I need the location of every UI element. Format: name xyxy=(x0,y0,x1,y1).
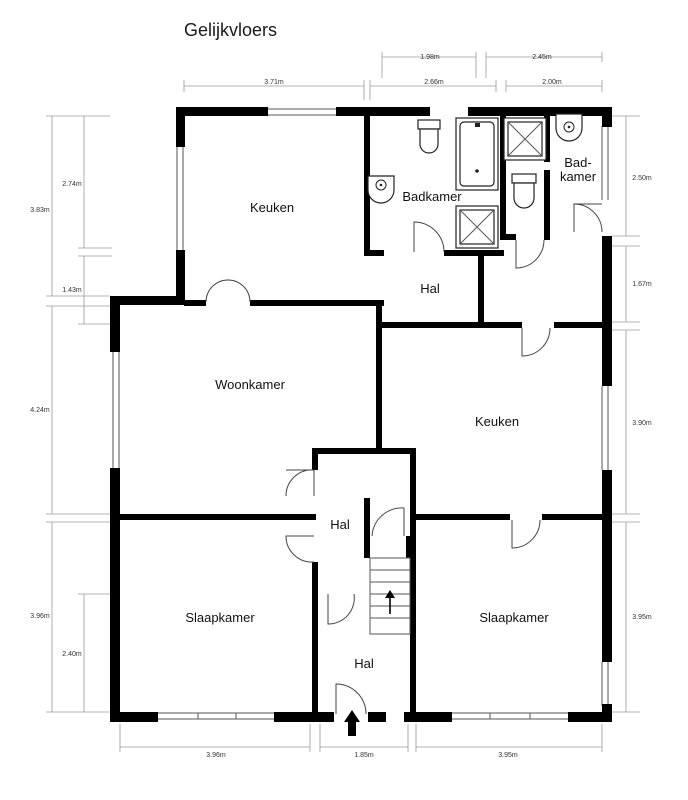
room-label-keuken-right: Keuken xyxy=(475,414,519,429)
dim-left-2-74: 2.74m xyxy=(62,181,82,188)
room-labels: Keuken Badkamer Bad- kamer Hal Woonkamer… xyxy=(185,155,596,671)
stairs xyxy=(369,557,411,635)
room-label-hal-bottom: Hal xyxy=(354,656,374,671)
dimension-lines xyxy=(46,52,640,752)
dim-top-2-00: 2.00m xyxy=(542,79,562,86)
shower-icon xyxy=(455,205,499,249)
dim-top-3-71: 3.71m xyxy=(264,79,284,86)
toilet-icon xyxy=(417,119,441,154)
dim-left-1-43: 1.43m xyxy=(62,287,82,294)
sink-icon xyxy=(555,113,583,142)
dim-right-1-67: 1.67m xyxy=(632,281,652,288)
room-label-keuken-top: Keuken xyxy=(250,200,294,215)
shower-icon xyxy=(503,117,547,161)
dim-bottom-3-96: 3.96m xyxy=(206,752,226,759)
bathtub-icon xyxy=(455,117,499,191)
dim-left-3-96: 3.96m xyxy=(30,613,50,620)
room-label-slaapkamer-right: Slaapkamer xyxy=(479,610,549,625)
dim-right-3-90: 3.90m xyxy=(632,420,652,427)
dim-top-2-45: 2.45m xyxy=(532,54,552,61)
room-label-hal-middle: Hal xyxy=(330,517,350,532)
dim-top-2-66: 2.66m xyxy=(424,79,444,86)
fixtures xyxy=(367,113,583,249)
dim-left-2-40: 2.40m xyxy=(62,651,82,658)
dim-right-2-50: 2.50m xyxy=(632,175,652,182)
dim-right-3-95: 3.95m xyxy=(632,614,652,621)
toilet-icon xyxy=(511,173,537,209)
dim-top-1-98: 1.98m xyxy=(420,54,440,61)
dim-left-3-83: 3.83m xyxy=(30,207,50,214)
dim-left-4-24: 4.24m xyxy=(30,407,50,414)
room-label-hal-top: Hal xyxy=(420,281,440,296)
dim-bottom-1-85: 1.85m xyxy=(354,752,374,759)
room-label-badkamer-right-2: kamer xyxy=(560,169,597,184)
entrance-arrow-icon xyxy=(344,710,360,736)
room-label-woonkamer: Woonkamer xyxy=(215,377,286,392)
plan-title: Gelijkvloers xyxy=(184,20,278,40)
dimension-labels: 1.98m 2.45m 3.71m 2.66m 2.00m 3.83m 2.74… xyxy=(30,54,652,759)
windows xyxy=(112,108,609,720)
dim-bottom-3-95: 3.95m xyxy=(498,752,518,759)
walls xyxy=(110,107,612,722)
doors xyxy=(205,203,603,715)
sink-icon xyxy=(367,175,395,204)
room-label-badkamer-right-1: Bad- xyxy=(564,155,591,170)
room-label-slaapkamer-left: Slaapkamer xyxy=(185,610,255,625)
room-label-badkamer-mid: Badkamer xyxy=(402,189,462,204)
